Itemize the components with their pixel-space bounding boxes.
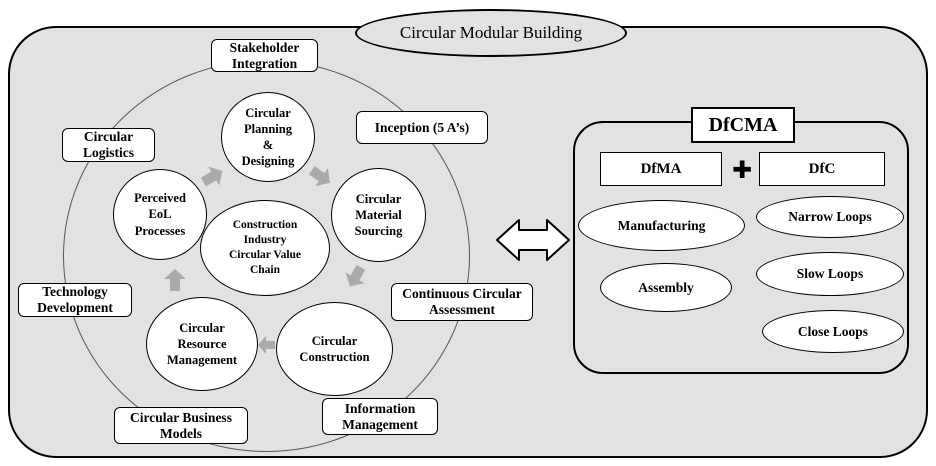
gray-block-arrow-icon (258, 336, 275, 354)
gray-block-arrow-icon (200, 166, 223, 187)
label-circular-business-models: Circular Business Models (114, 407, 248, 444)
label-information-management: Information Management (322, 398, 438, 435)
label-inception: Inception (5 A’s) (356, 111, 488, 144)
close-loops-oval: Close Loops (762, 310, 904, 353)
gray-block-arrow-icon (164, 269, 186, 291)
dfcma-title: DfCMA (691, 107, 795, 143)
label-technology-development: Technology Development (18, 283, 132, 317)
cycle-circular-construction: Circular Construction (276, 302, 393, 396)
narrow-loops-oval: Narrow Loops (756, 196, 904, 238)
label-circular-logistics: Circular Logistics (62, 128, 155, 162)
label-stakeholder-integration: Stakeholder Integration (211, 39, 318, 72)
cycle-circular-material-sourcing: Circular Material Sourcing (331, 168, 426, 262)
cycle-circular-planning-designing: Circular Planning & Designing (221, 92, 315, 182)
gray-block-arrow-icon (308, 166, 330, 187)
plus-icon: ✚ (731, 156, 753, 184)
diagram-title: Circular Modular Building (355, 9, 627, 57)
slow-loops-oval: Slow Loops (756, 252, 904, 296)
dfc-box: DfC (759, 152, 885, 186)
cycle-center-value-chain: Construction Industry Circular Value Cha… (200, 200, 330, 296)
double-arrow-icon (496, 219, 570, 261)
label-continuous-circular-assessment: Continuous Circular Assessment (391, 283, 533, 321)
assembly-oval: Assembly (600, 263, 732, 312)
cycle-circular-resource-management: Circular Resource Management (146, 297, 258, 391)
manufacturing-oval: Manufacturing (578, 200, 745, 251)
dfma-box: DfMA (600, 152, 722, 186)
gray-block-arrow-icon (345, 264, 366, 287)
cycle-perceived-eol-processes: Perceived EoL Processes (113, 169, 207, 260)
